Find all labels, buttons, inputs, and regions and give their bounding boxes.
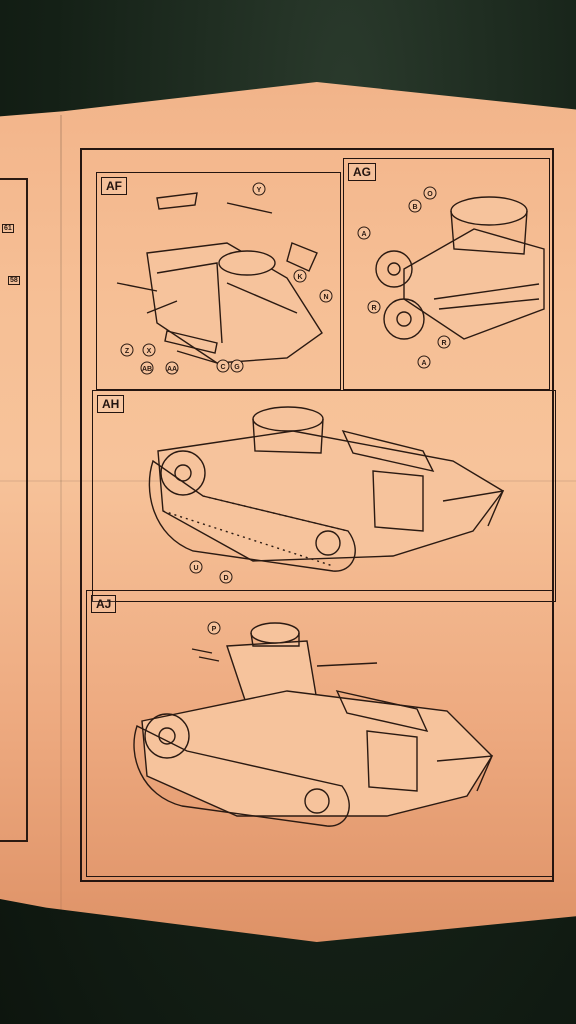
step-ag-panel: AG O B A R R A [343,158,550,390]
svg-text:D: D [223,575,228,582]
step-ah-label: AH [97,395,125,413]
step-aj-callouts: P [207,621,221,635]
svg-text:N: N [323,294,328,301]
svg-text:R: R [371,305,376,312]
svg-text:P: P [212,626,217,633]
svg-text:A: A [421,360,426,367]
step-ah-callouts: U D [189,560,233,584]
svg-text:B: B [412,204,417,211]
step-af-panel: AF Y K N Z X AB AA C G [96,172,341,390]
svg-text:K: K [297,274,302,281]
step-aj-illustration: P [133,621,494,827]
step-af-callouts: Y K N Z X AB AA C G [120,182,333,375]
step-ah-illustration: U D [148,406,505,584]
left-callout-61: 61 [2,224,14,233]
svg-text:U: U [193,565,198,572]
svg-text:G: G [234,364,240,371]
step-ag-illustration: O B A R R A [357,186,545,369]
svg-text:O: O [427,191,433,198]
svg-text:A: A [361,231,366,238]
step-aj-panel: AJ P [86,590,554,877]
svg-text:Z: Z [125,348,130,355]
instructions-frame [80,148,554,882]
paper-fold-vertical [60,115,62,915]
left-callout-58: 58 [8,276,20,285]
svg-text:AB: AB [142,366,152,373]
step-af-label: AF [101,177,127,195]
svg-text:AA: AA [167,366,177,373]
svg-text:X: X [147,348,152,355]
step-ag-label: AG [348,163,376,181]
left-page-panel: 61 58 [0,178,28,842]
step-ag-callouts: O B A R R A [357,186,451,369]
svg-text:C: C [220,364,225,371]
svg-text:Y: Y [257,187,262,194]
step-af-illustration: Y K N Z X AB AA C G [116,182,333,375]
step-aj-label: AJ [91,595,117,613]
svg-text:R: R [441,340,446,347]
step-ah-panel: AH U D [92,390,556,602]
